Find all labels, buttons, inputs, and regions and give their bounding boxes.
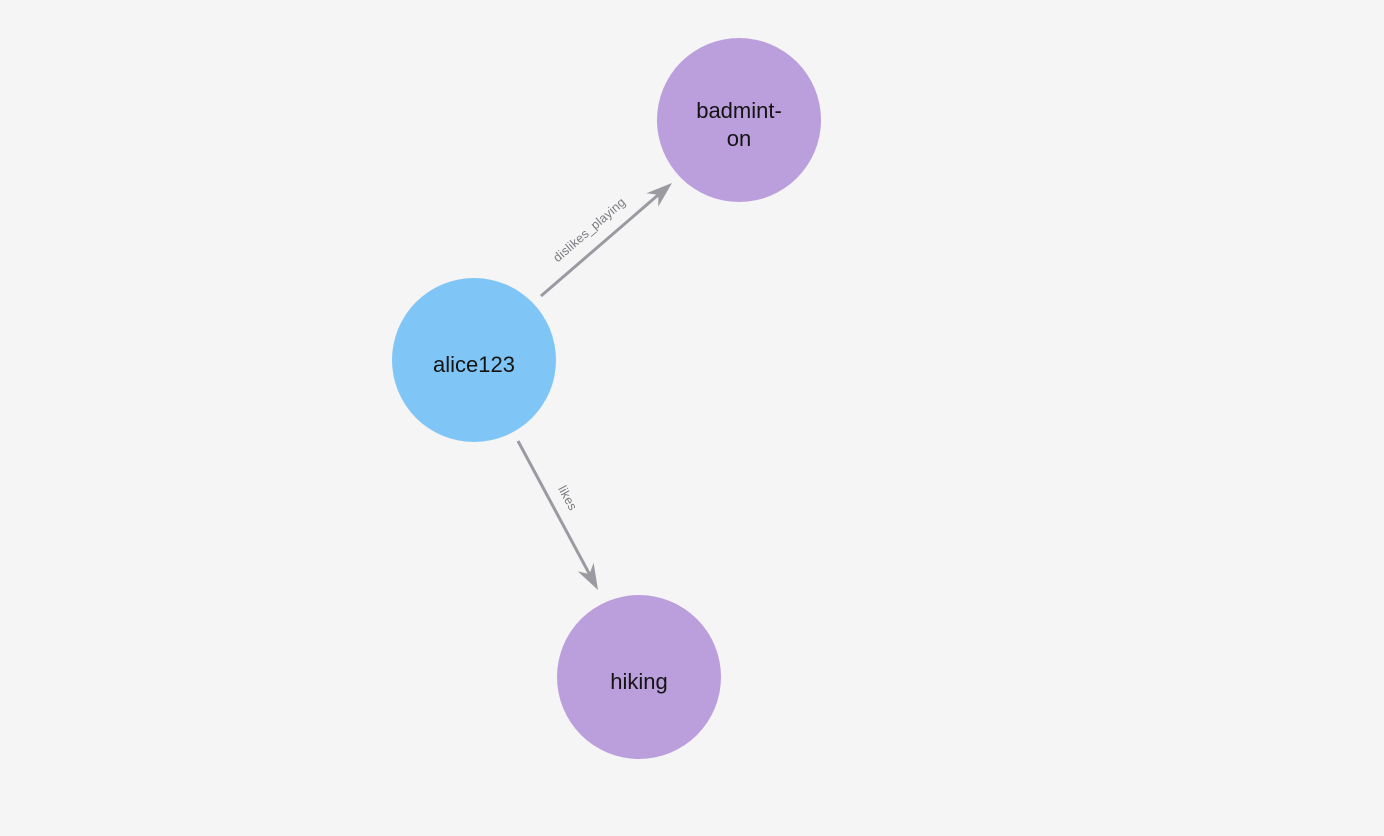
node-label-alice123: alice123 (433, 352, 515, 377)
edge-likes[interactable]: likes (516, 440, 598, 590)
arrow-head-icon (646, 183, 672, 207)
edge-line[interactable] (516, 440, 592, 577)
node-alice123[interactable]: alice123 (392, 278, 556, 442)
node-badminton[interactable]: badmint- on (657, 38, 821, 202)
node-label-hiking: hiking (610, 669, 667, 694)
node-label-badminton-line1: badmint- (696, 98, 782, 123)
node-hiking[interactable]: hiking (557, 595, 721, 759)
nodes-layer: badmint- on alice123 hiking (392, 38, 821, 759)
node-label-badminton-line2: on (727, 126, 751, 151)
node-circle[interactable] (657, 38, 821, 202)
edge-dislikes-playing[interactable]: dislikes_playing (540, 183, 672, 298)
node-circle[interactable] (392, 278, 556, 442)
arrow-head-icon (577, 562, 598, 590)
node-circle[interactable] (557, 595, 721, 759)
edge-line[interactable] (540, 192, 661, 298)
edge-label-likes: likes (555, 483, 580, 513)
